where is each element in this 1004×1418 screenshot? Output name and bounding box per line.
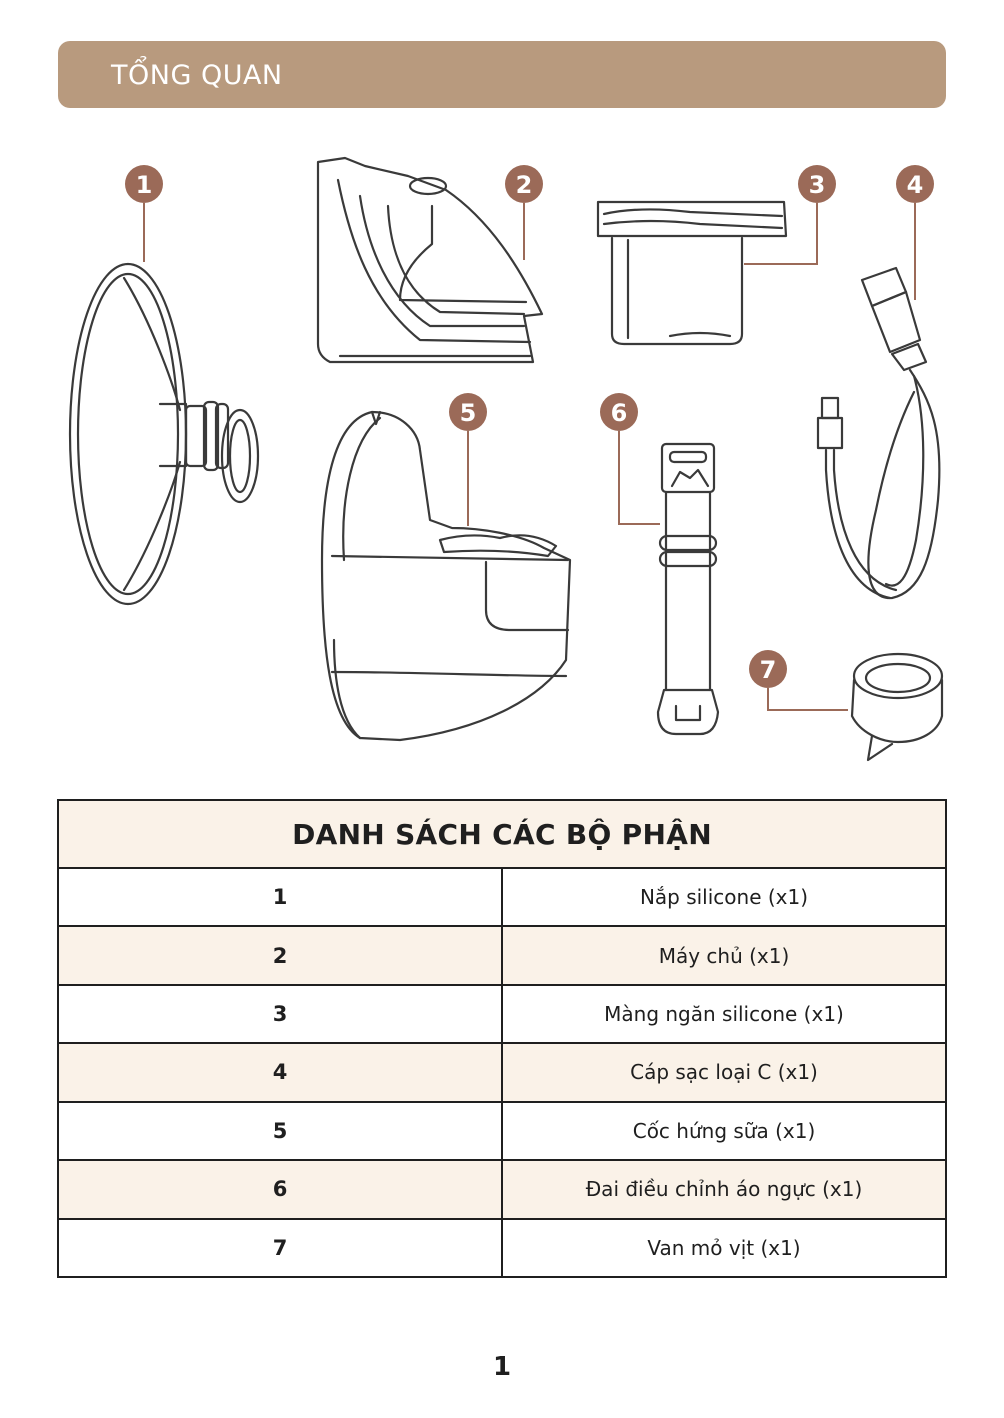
badge-6-label: 6 <box>611 399 628 427</box>
badge-7-label: 7 <box>760 656 777 684</box>
part-number: 1 <box>57 866 503 928</box>
table-row: 6 Đai điều chỉnh áo ngực (x1) <box>57 1159 947 1220</box>
parts-list-table: DANH SÁCH CÁC BỘ PHẬN 1 Nắp silicone (x1… <box>57 799 947 1279</box>
table-row: 5 Cốc hứng sữa (x1) <box>57 1100 947 1162</box>
charging-cable-drawing <box>816 266 941 600</box>
badge-4-label: 4 <box>907 171 924 199</box>
table-title: DANH SÁCH CÁC BỘ PHẬN <box>57 799 947 869</box>
badge-4: 4 <box>896 165 934 203</box>
part-number: 7 <box>57 1217 503 1279</box>
part-name: Đai điều chỉnh áo ngực (x1) <box>501 1159 947 1220</box>
table-row: 1 Nắp silicone (x1) <box>57 866 947 928</box>
badge-6: 6 <box>600 393 638 431</box>
bra-strap-drawing <box>656 442 720 736</box>
duckbill-valve-drawing <box>850 652 944 762</box>
table-row: 2 Máy chủ (x1) <box>57 925 947 986</box>
parts-illustration: 1 2 3 4 5 6 7 <box>68 156 944 762</box>
milk-cup-drawing <box>320 410 572 742</box>
part-number: 3 <box>57 983 503 1045</box>
part-name: Máy chủ (x1) <box>501 925 947 986</box>
table-row: 4 Cáp sạc loại C (x1) <box>57 1042 947 1103</box>
badge-1-label: 1 <box>136 171 153 199</box>
badge-5: 5 <box>449 393 487 431</box>
leader-line-7 <box>767 688 848 711</box>
badge-3: 3 <box>798 165 836 203</box>
leader-line-3 <box>744 203 818 265</box>
badge-2: 2 <box>505 165 543 203</box>
badge-5-label: 5 <box>460 399 477 427</box>
badge-2-label: 2 <box>516 171 533 199</box>
part-name: Van mỏ vịt (x1) <box>501 1217 947 1279</box>
main-unit-drawing <box>316 156 544 364</box>
page-number: 1 <box>492 1352 512 1382</box>
part-number: 6 <box>57 1159 503 1220</box>
badge-3-label: 3 <box>809 171 826 199</box>
part-name: Nắp silicone (x1) <box>501 866 947 928</box>
badge-1: 1 <box>125 165 163 203</box>
part-number: 5 <box>57 1100 503 1162</box>
leader-line-6 <box>618 431 660 525</box>
part-name: Cáp sạc loại C (x1) <box>501 1042 947 1103</box>
table-row: 3 Màng ngăn silicone (x1) <box>57 983 947 1045</box>
silicone-cap-drawing <box>68 262 260 606</box>
table-header-row: DANH SÁCH CÁC BỘ PHẬN <box>57 799 947 869</box>
table-row: 7 Van mỏ vịt (x1) <box>57 1217 947 1279</box>
part-number: 2 <box>57 925 503 986</box>
part-name: Màng ngăn silicone (x1) <box>501 983 947 1045</box>
part-name: Cốc hứng sữa (x1) <box>501 1100 947 1162</box>
section-title: TỔNG QUAN <box>111 60 283 91</box>
badge-7: 7 <box>749 650 787 688</box>
part-number: 4 <box>57 1042 503 1103</box>
section-header-band: TỔNG QUAN <box>58 41 946 108</box>
silicone-diaphragm-drawing <box>596 200 788 346</box>
